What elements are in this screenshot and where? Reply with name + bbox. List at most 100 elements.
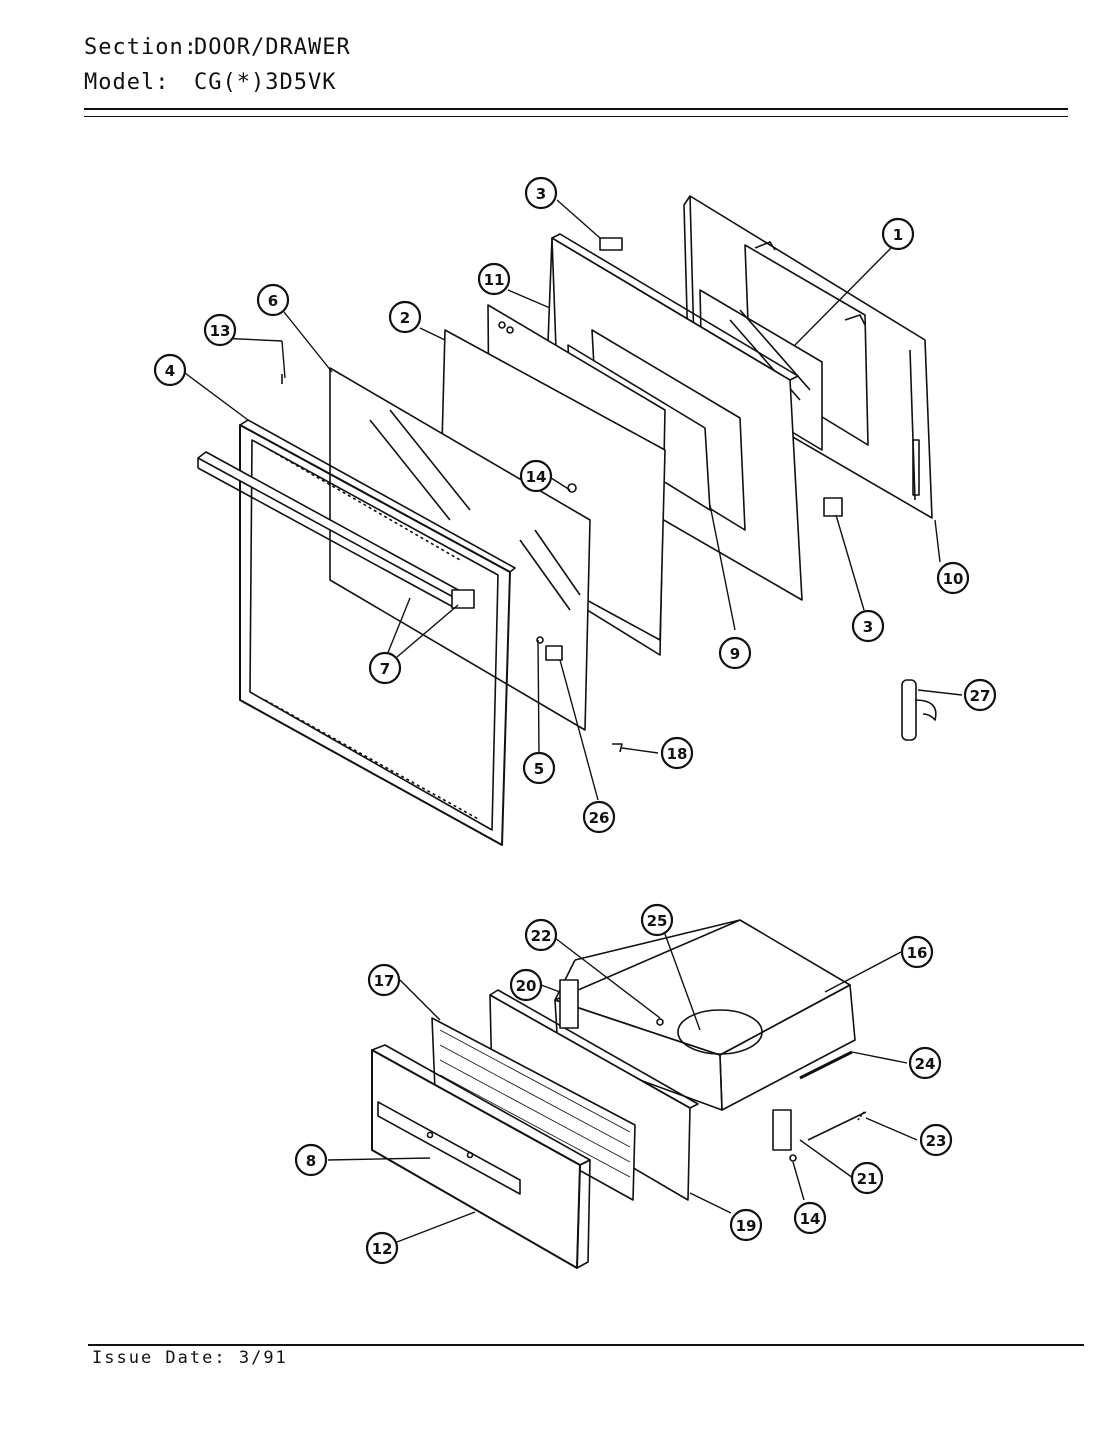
model-value: CG(*)3D5VK — [194, 70, 337, 95]
callout-label: 13 — [210, 322, 231, 340]
callout-circle — [582, 800, 616, 834]
small-parts-door — [281, 237, 937, 753]
callout-label: 19 — [736, 1217, 757, 1235]
leader-lines-drawer — [327, 933, 918, 1243]
callout-3: 3 — [524, 176, 558, 210]
callout-circle — [153, 353, 187, 387]
callout-label: 14 — [526, 468, 547, 486]
callout-16: 16 — [900, 935, 934, 969]
callout-circle — [963, 678, 997, 712]
callout-circle — [203, 313, 237, 347]
model-label: Model: — [84, 70, 170, 95]
callout-4: 4 — [153, 353, 187, 387]
callout-18: 18 — [660, 736, 694, 770]
header-rule-bottom — [84, 116, 1068, 117]
callout-circle — [640, 903, 674, 937]
callout-13: 13 — [203, 313, 237, 347]
callout-12: 12 — [365, 1231, 399, 1265]
callout-circle — [368, 651, 402, 685]
callout-label: 14 — [800, 1210, 821, 1228]
callout-circle — [718, 636, 752, 670]
callout-14: 14 — [793, 1201, 827, 1235]
callout-circle — [388, 300, 422, 334]
callout-5: 5 — [522, 751, 556, 785]
callout-circle — [850, 1161, 884, 1195]
callout-7: 7 — [368, 651, 402, 685]
callout-14: 14 — [519, 459, 553, 493]
section-line: Section:DOOR/DRAWER — [84, 35, 351, 60]
callout-circle — [919, 1123, 953, 1157]
callout-circle — [729, 1208, 763, 1242]
callout-label: 9 — [730, 645, 740, 663]
callout-circle — [936, 561, 970, 595]
callout-circle — [881, 217, 915, 251]
callout-23: 23 — [919, 1123, 953, 1157]
callout-label: 22 — [531, 927, 552, 945]
issue-value: 3/91 — [238, 1348, 288, 1368]
callout-21: 21 — [850, 1161, 884, 1195]
callout-3: 3 — [851, 609, 885, 643]
callout-label: 26 — [589, 809, 610, 827]
door-handle — [197, 451, 475, 609]
drawer-handle-strip — [377, 1101, 521, 1195]
callout-25: 25 — [640, 903, 674, 937]
callout-circle — [524, 176, 558, 210]
callout-circle — [367, 963, 401, 997]
callout-label: 23 — [926, 1132, 947, 1150]
callout-19: 19 — [729, 1208, 763, 1242]
callout-circle — [793, 1201, 827, 1235]
callout-label: 6 — [268, 292, 278, 310]
callout-26: 26 — [582, 800, 616, 834]
callout-20: 20 — [509, 968, 543, 1002]
callout-circle — [660, 736, 694, 770]
callout-circle — [524, 918, 558, 952]
callout-9: 9 — [718, 636, 752, 670]
callout-label: 18 — [667, 745, 688, 763]
callout-label: 16 — [907, 944, 928, 962]
footer-rule — [88, 1344, 1084, 1346]
callout-10: 10 — [936, 561, 970, 595]
callout-circle — [294, 1143, 328, 1177]
small-parts-drawer — [559, 979, 867, 1162]
callout-label: 2 — [400, 309, 410, 327]
section-label: Section: — [84, 35, 198, 60]
callout-27: 27 — [963, 678, 997, 712]
callout-circle — [900, 935, 934, 969]
callout-label: 25 — [647, 912, 668, 930]
callout-circle — [851, 609, 885, 643]
callout-8: 8 — [294, 1143, 328, 1177]
callout-label: 5 — [534, 760, 544, 778]
callout-label: 3 — [863, 618, 873, 636]
callout-circle — [509, 968, 543, 1002]
callout-label: 11 — [484, 271, 505, 289]
callout-label: 1 — [893, 226, 903, 244]
callout-label: 27 — [970, 687, 991, 705]
callout-label: 10 — [943, 570, 964, 588]
callout-circle — [477, 262, 511, 296]
drawer-insulation — [431, 1017, 636, 1201]
callout-circle — [256, 283, 290, 317]
outer-glass — [329, 367, 591, 731]
callout-24: 24 — [908, 1046, 942, 1080]
outer-door-frame — [239, 419, 516, 846]
callout-1: 1 — [881, 217, 915, 251]
callout-label: 8 — [306, 1152, 316, 1170]
callout-11: 11 — [477, 262, 511, 296]
callout-label: 3 — [536, 185, 546, 203]
callout-circle — [365, 1231, 399, 1265]
header-rule-top — [84, 108, 1068, 110]
callout-label: 12 — [372, 1240, 393, 1258]
callout-circle — [522, 751, 556, 785]
callout-2: 2 — [388, 300, 422, 334]
callout-label: 24 — [915, 1055, 936, 1073]
callout-label: 17 — [374, 972, 395, 990]
callout-circle — [519, 459, 553, 493]
callout-circle — [908, 1046, 942, 1080]
callout-6: 6 — [256, 283, 290, 317]
leader-lines-door — [184, 199, 963, 801]
callout-label: 7 — [380, 660, 390, 678]
callout-22: 22 — [524, 918, 558, 952]
callout-17: 17 — [367, 963, 401, 997]
issue-date: Issue Date: 3/91 — [92, 1348, 288, 1368]
